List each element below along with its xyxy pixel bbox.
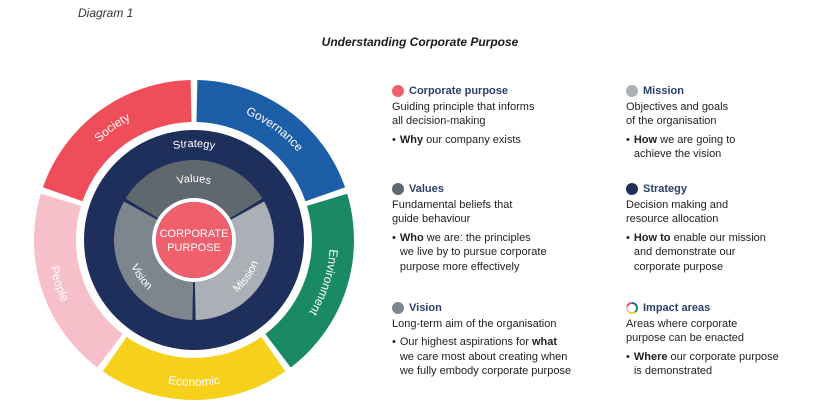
- bullet-text: is demonstrated: [633, 365, 713, 377]
- vision-dot: [392, 302, 404, 315]
- legend-corporate-purpose: Corporate purpose Guiding principle that…: [392, 84, 592, 147]
- bullet-text: and demonstrate our: [633, 246, 736, 258]
- bullet-text: purpose more effectively: [399, 260, 520, 273]
- center-border: [152, 198, 236, 282]
- bold-word: How to: [633, 231, 671, 244]
- bullet-text: enable our mission: [670, 231, 766, 244]
- bold-word: How: [633, 133, 658, 146]
- mission-dot: [626, 85, 638, 98]
- legend-text: of the organisation: [626, 115, 717, 127]
- bullet-text: we fully embody corporate purpose: [399, 365, 572, 377]
- corporate-purpose-center: [156, 202, 232, 278]
- outer-segment-people: [34, 193, 123, 368]
- bullet-text: we live by to pursue corporate: [399, 246, 547, 258]
- diagram-label: Diagram 1: [78, 6, 134, 20]
- legend-title: Mission: [643, 85, 684, 97]
- values-dot: [392, 183, 404, 196]
- bullet-text: our company exists: [423, 133, 521, 146]
- legend-title: Corporate purpose: [409, 85, 509, 97]
- bullet-text: we care most about creating when: [399, 350, 568, 363]
- legend-text: Guiding principle that informs: [392, 100, 535, 113]
- legend-text: Decision making and: [626, 198, 729, 211]
- legend-values: Values Fundamental beliefs that guide be…: [392, 182, 602, 274]
- outer-segment-society: [42, 80, 192, 202]
- legend-title: Impact areas: [643, 302, 711, 314]
- legend-text: Fundamental beliefs that: [392, 198, 513, 211]
- legend-title: Vision: [409, 302, 442, 314]
- impact-ring-icon: [626, 302, 638, 315]
- legend-text: all decision-making: [392, 115, 486, 127]
- bullet-text: we are going to: [657, 133, 736, 146]
- corporate-purpose-dot: [392, 85, 404, 98]
- inner-segment-values: [125, 160, 263, 219]
- legend-vision: Vision Long-term aim of the organisation…: [392, 301, 602, 379]
- inner-ring: [113, 160, 274, 320]
- diagram-title: Understanding Corporate Purpose: [321, 35, 519, 49]
- legend-text: resource allocation: [626, 213, 719, 225]
- bold-word: what: [531, 336, 557, 348]
- legend-title: Values: [409, 183, 444, 195]
- bold-word: Who: [399, 231, 424, 244]
- label-strategy: Strategy: [172, 138, 217, 152]
- legend-bullet: •Why our company exists: [392, 133, 521, 146]
- bold-word: Where: [633, 350, 668, 363]
- legend-text: purpose can be enacted: [626, 332, 745, 344]
- bold-word: Why: [399, 133, 424, 146]
- legend-mission: Mission Objectives and goals of the orga…: [626, 84, 826, 162]
- legend-impact-areas: Impact areas Areas where corporate purpo…: [626, 301, 826, 379]
- label-values: Values: [176, 173, 213, 187]
- strategy-dot: [626, 183, 638, 196]
- outer-segment-environment: [265, 193, 354, 368]
- bullet-text: our corporate purpose: [667, 350, 779, 363]
- inner-segment-vision: [113, 201, 194, 320]
- bullet-text: we are: the principles: [423, 231, 531, 244]
- center-label-line2: PURPOSE: [167, 242, 221, 254]
- legend-text: Areas where corporate: [626, 317, 738, 330]
- outer-ring: [34, 80, 354, 400]
- legend-text: Long-term aim of the organisation: [392, 317, 557, 330]
- outer-segment-economic: [102, 336, 286, 400]
- center-label-line1: CORPORATE: [160, 228, 229, 240]
- bullet-text: achieve the vision: [633, 148, 722, 160]
- legend-title: Strategy: [643, 183, 688, 195]
- legend-strategy: Strategy Decision making and resource al…: [626, 182, 826, 274]
- outer-segment-governance: [196, 80, 346, 202]
- inner-segment-mission: [194, 201, 274, 320]
- legend-text: Objectives and goals: [626, 100, 729, 113]
- label-economic: Economic: [167, 373, 220, 389]
- legend-text: guide behaviour: [392, 213, 471, 225]
- bullet-text: corporate purpose: [633, 260, 724, 273]
- bullet-text: Our highest aspirations for: [399, 336, 532, 348]
